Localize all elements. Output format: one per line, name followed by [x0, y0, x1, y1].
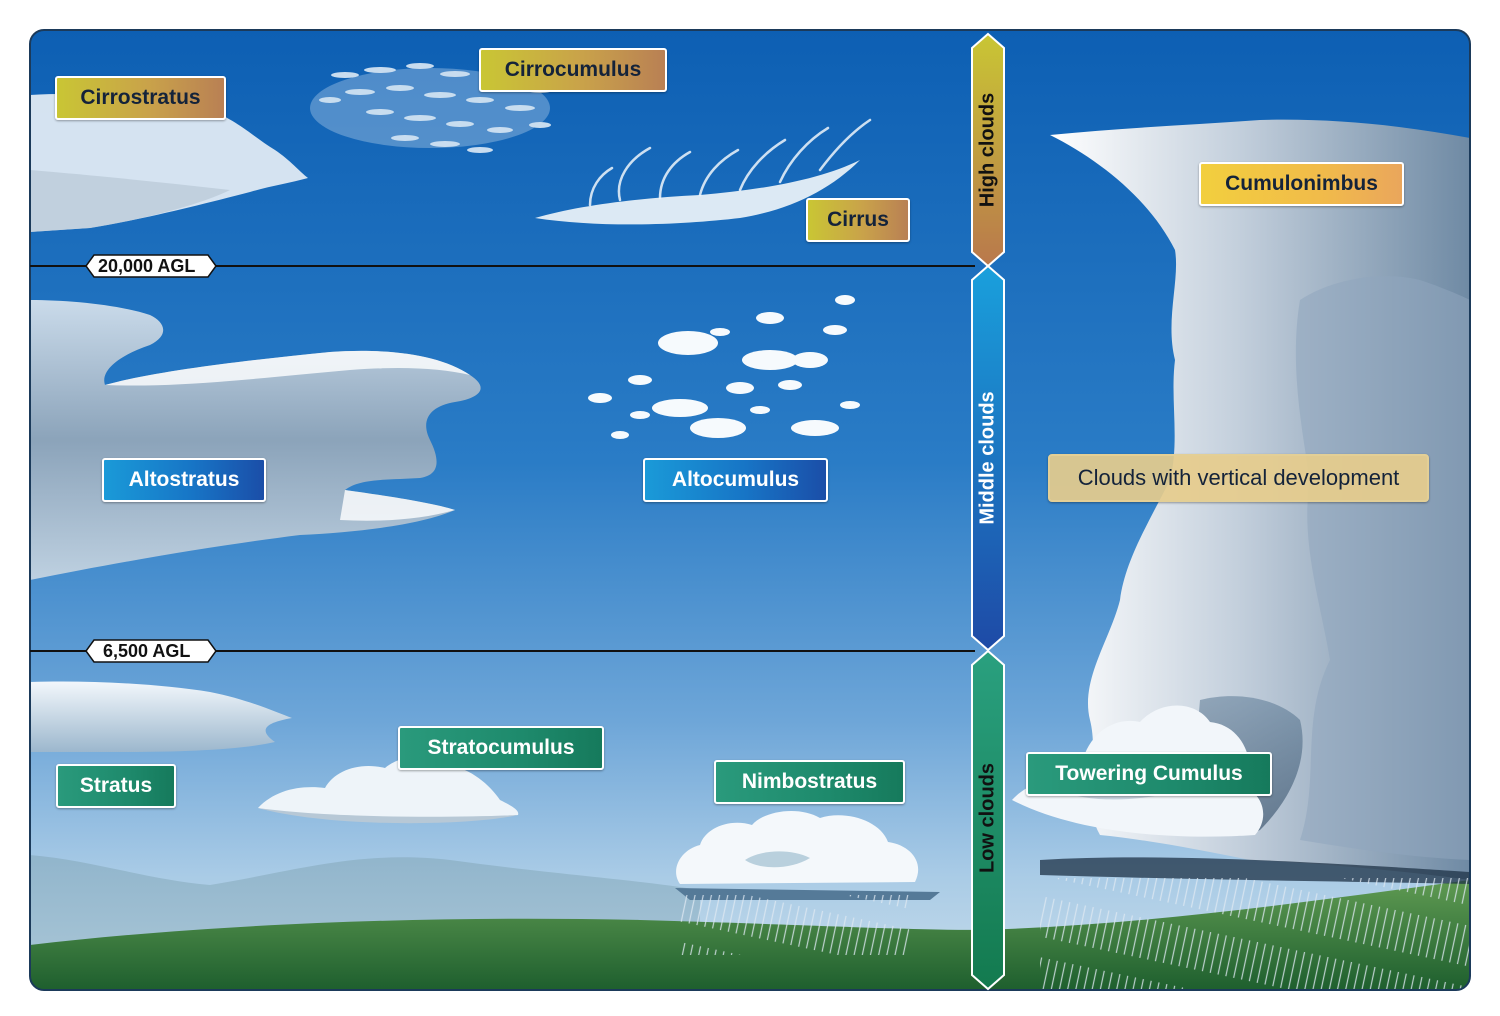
- label-altostratus: Altostratus: [102, 458, 266, 502]
- altitude-tag-low: [85, 639, 217, 663]
- label-vertical-development: Clouds with vertical development: [1048, 454, 1429, 502]
- label-cirrostratus: Cirrostratus: [55, 76, 226, 120]
- label-stratus: Stratus: [56, 764, 176, 808]
- altostratus-cloud: [30, 300, 481, 580]
- nimbostratus-rain: [680, 895, 910, 955]
- label-towering-cumulus: Towering Cumulus: [1026, 752, 1272, 796]
- label-stratocumulus: Stratocumulus: [398, 726, 604, 770]
- band-low: [971, 649, 1005, 991]
- cirrus-cloud: [535, 118, 872, 225]
- label-nimbostratus: Nimbostratus: [714, 760, 905, 804]
- label-altocumulus: Altocumulus: [643, 458, 828, 502]
- stratus-cloud: [30, 681, 292, 752]
- altocumulus-cloud: [588, 295, 860, 439]
- diagram-frame: [29, 29, 1471, 991]
- cumulonimbus-rain: [1040, 878, 1470, 990]
- altitude-label-20000: 20,000 AGL: [98, 256, 196, 276]
- altitude-tag-high: [85, 254, 217, 278]
- stratocumulus-cloud: [258, 756, 519, 824]
- nimbostratus-cloud: [675, 810, 940, 955]
- band-label-middle: Middle clouds: [976, 391, 999, 525]
- band-label-low: Low clouds: [976, 763, 999, 873]
- label-cirrus: Cirrus: [806, 198, 910, 242]
- altitude-label-6500: 6,500 AGL: [103, 641, 191, 661]
- band-label-high: High clouds: [976, 92, 999, 208]
- label-cirrocumulus: Cirrocumulus: [479, 48, 667, 92]
- label-cumulonimbus: Cumulonimbus: [1199, 162, 1404, 206]
- cirrostratus-cloud: [30, 93, 308, 232]
